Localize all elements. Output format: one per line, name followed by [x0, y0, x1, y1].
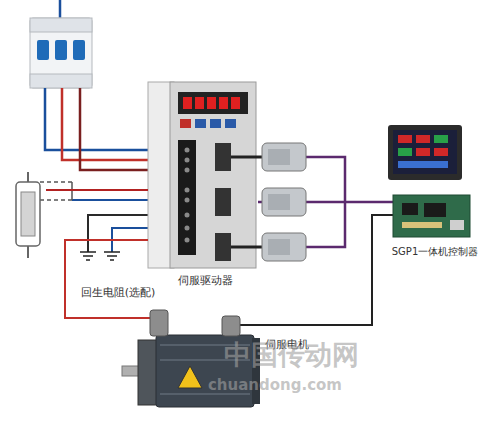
device-label: 伺服驱动器 — [165, 274, 245, 287]
resistor-dashed-wire — [40, 199, 72, 201]
regen-resistor: 回生电阻(选配) — [12, 178, 46, 250]
db-connector-hood — [268, 149, 290, 165]
hmi-bar — [398, 161, 448, 168]
terminal-screw — [185, 213, 190, 218]
db-connector-shell — [262, 143, 306, 171]
hmi-screen — [393, 130, 457, 174]
cable-connector — [262, 215, 385, 325]
hmi-button — [434, 135, 448, 143]
warning-triangle — [178, 366, 202, 388]
ground-bar — [110, 259, 114, 261]
board-header — [402, 222, 442, 228]
watermark-url: chuandong.com — [200, 377, 350, 394]
terminal-screws — [185, 148, 190, 243]
circuit-breaker — [30, 18, 92, 88]
device-label: 回生电阻(选配) — [72, 286, 164, 299]
resistor-lead — [27, 246, 29, 258]
led-digit — [183, 97, 192, 109]
hmi-frame — [388, 125, 462, 180]
ground-symbol — [80, 252, 96, 260]
motor-flange — [138, 340, 158, 405]
breaker-bottom-band — [30, 74, 92, 88]
watermark: 中国传动网 — [196, 340, 386, 370]
terminal-screw — [185, 148, 190, 153]
terminal-screw — [185, 238, 190, 243]
motor-power-wire — [125, 317, 152, 319]
db-connector — [262, 233, 306, 261]
terminal-screw — [185, 226, 190, 231]
resistor-lead — [27, 172, 29, 182]
hmi-button — [398, 135, 412, 143]
driver-button — [210, 119, 221, 128]
port-cable — [231, 156, 262, 159]
db-connector-shell — [262, 233, 306, 261]
terminal-block — [178, 140, 196, 255]
device-label: SGP1一体机控制器 — [381, 246, 489, 258]
port-cable — [231, 246, 262, 249]
terminal-screw — [185, 188, 190, 193]
hmi-button — [416, 135, 430, 143]
hmi-button — [398, 148, 412, 156]
board-chip — [402, 203, 418, 215]
db-connector — [262, 143, 306, 171]
cn-port — [215, 143, 231, 171]
driver-body — [170, 82, 256, 268]
cable-connector — [65, 240, 148, 318]
hmi-button — [416, 148, 430, 156]
integrated-controller: SGP1一体机控制器 — [385, 122, 472, 240]
ground-bar — [86, 259, 90, 261]
led-digit — [195, 97, 204, 109]
board-connector — [450, 220, 464, 230]
terminal-screw — [185, 168, 190, 173]
cable-connector — [46, 189, 148, 191]
db-connector-hood — [268, 194, 290, 210]
ground-bar — [104, 251, 120, 253]
led-digit — [231, 97, 240, 109]
driver-display — [178, 92, 248, 114]
driver-button — [195, 119, 206, 128]
resistor-core — [21, 192, 35, 236]
encoder-cable — [385, 214, 393, 216]
db-connector — [262, 188, 306, 216]
resistor-dashed-wire — [40, 181, 72, 183]
breaker-lever — [55, 40, 67, 60]
hmi-button — [434, 148, 448, 156]
led-digit — [207, 97, 216, 109]
driver-button — [180, 119, 191, 128]
terminal-screw — [185, 198, 190, 203]
breaker-lever — [73, 40, 85, 60]
ground-symbol — [104, 252, 120, 260]
breaker-top-band — [30, 18, 92, 32]
board-chip — [424, 203, 446, 217]
ground-bar — [107, 255, 117, 257]
encoder-connector — [222, 316, 240, 336]
supply-wire — [59, 0, 62, 18]
driver-button — [225, 119, 236, 128]
power-connector — [150, 310, 168, 336]
led-digit — [219, 97, 228, 109]
db-connector-shell — [262, 188, 306, 216]
encoder-cable — [240, 324, 262, 326]
cn-port — [215, 188, 231, 216]
controller-board — [393, 195, 470, 237]
motor-shaft — [122, 366, 140, 376]
terminal-screw — [185, 158, 190, 163]
db-connector-hood — [268, 239, 290, 255]
cn-port — [215, 233, 231, 261]
breaker-lever — [37, 40, 49, 60]
signal-cable — [385, 201, 393, 204]
ground-bar — [83, 255, 93, 257]
ground-bar — [80, 251, 96, 253]
servo-driver: 伺服驱动器 — [148, 80, 258, 268]
resistor-body — [16, 182, 40, 246]
